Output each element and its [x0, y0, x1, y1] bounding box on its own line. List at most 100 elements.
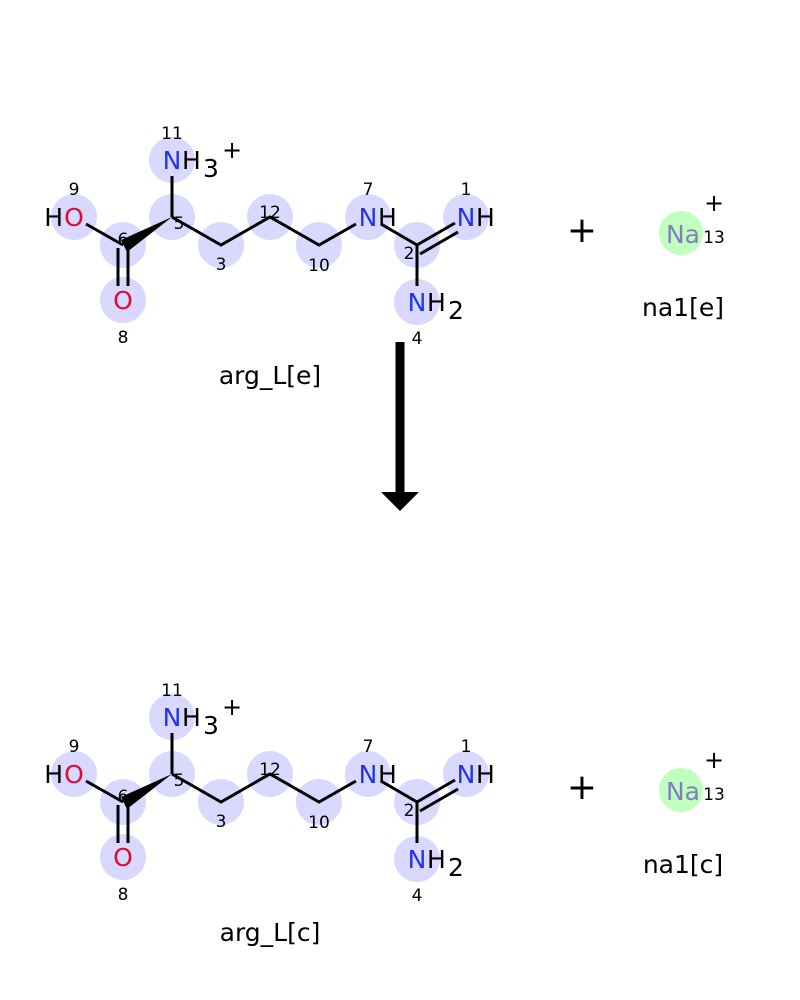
- atom-highlight-Na: [659, 768, 703, 812]
- bond-N7-C2: [380, 779, 418, 804]
- atom-index: 10: [308, 256, 330, 276]
- atom-highlight-O8: [100, 834, 146, 880]
- atom-highlight-N4: [394, 836, 440, 882]
- molecule-name: arg_L[e]: [219, 361, 321, 390]
- atom-symbol: N: [457, 760, 476, 789]
- bonds: [85, 176, 459, 286]
- atom-index: 9: [69, 180, 80, 200]
- atom-index: 6: [118, 787, 129, 807]
- atom-index: 5: [174, 214, 185, 234]
- reaction-arrow: [381, 342, 419, 511]
- atom-highlight-N11: [149, 694, 195, 740]
- atom-subscript: 2: [448, 296, 464, 325]
- atom-charge: +: [222, 136, 242, 164]
- atom-charge: +: [704, 189, 724, 217]
- atom-C2: 2: [404, 244, 415, 264]
- atom-C10: 10: [308, 256, 330, 276]
- atom-symbol: N: [408, 288, 427, 317]
- atom-charge: +: [222, 693, 242, 721]
- atom-C6: 6: [118, 230, 129, 250]
- atom-index: 1: [461, 180, 472, 200]
- atom-highlight-Na: [659, 211, 703, 255]
- atom-index: 5: [174, 771, 185, 791]
- bond-N7-C2: [380, 222, 418, 247]
- bond-C2-N1-b: [419, 230, 459, 256]
- atom-hydrogen: H: [427, 845, 446, 874]
- atom-index: 13: [703, 228, 725, 248]
- atom-index: 7: [363, 180, 374, 200]
- atom-prefix: H: [44, 760, 63, 789]
- atom-index: 9: [69, 737, 80, 757]
- sodium-ion: Na+13: [659, 189, 725, 255]
- atom-index: 4: [412, 886, 423, 906]
- atom-subscript: 3: [203, 154, 219, 183]
- atom-index: 8: [118, 885, 129, 905]
- atom-highlight-N1: [443, 751, 489, 797]
- atom-hydrogen: H: [427, 288, 446, 317]
- atom-index: 3: [216, 812, 227, 832]
- sodium-ion: Na+13: [659, 746, 725, 812]
- bond-chain: [171, 215, 357, 247]
- atom-highlight-O8: [100, 277, 146, 323]
- atom-index: 13: [703, 785, 725, 805]
- atom-symbol: N: [359, 203, 378, 232]
- atom-symbol: O: [113, 286, 133, 315]
- bond-C2-N1-a: [416, 778, 456, 804]
- atom-O8: O8: [113, 286, 133, 348]
- plus-sign: +: [567, 767, 597, 808]
- atom-symbol: N: [359, 760, 378, 789]
- wedge-bond-C5-C6: [121, 217, 172, 252]
- atom-C12: 12: [259, 203, 281, 223]
- bond-O9-C6: [85, 222, 124, 247]
- atom-hydrogen: H: [182, 703, 201, 732]
- atom-index: 2: [404, 244, 415, 264]
- atom-index: 4: [412, 329, 423, 349]
- atom-C10: 10: [308, 813, 330, 833]
- atom-symbol: Na: [666, 220, 700, 249]
- atom-C12: 12: [259, 760, 281, 780]
- atom-index: 11: [161, 681, 183, 701]
- atom-charge: +: [704, 746, 724, 774]
- atom-prefix: H: [44, 203, 63, 232]
- ion-name: na1[e]: [642, 293, 724, 322]
- atom-highlight-N11: [149, 137, 195, 183]
- atom-index: 12: [259, 203, 281, 223]
- atom-hydrogen: H: [378, 203, 397, 232]
- atom-hydrogen: H: [476, 760, 495, 789]
- atom-symbol: N: [163, 703, 182, 732]
- atom-C3: 3: [216, 812, 227, 832]
- atom-highlight-N7: [345, 751, 391, 797]
- atom-highlight-N7: [345, 194, 391, 240]
- bond-chain: [171, 772, 357, 804]
- atom-index: 1: [461, 737, 472, 757]
- bonds: [85, 733, 459, 843]
- atom-index: 10: [308, 813, 330, 833]
- atom-hydrogen: H: [476, 203, 495, 232]
- atom-index: 2: [404, 801, 415, 821]
- atom-highlight-N4: [394, 279, 440, 325]
- atom-hydrogen: H: [378, 760, 397, 789]
- atom-C5: 5: [174, 771, 185, 791]
- bond-C2-N1-b: [419, 787, 459, 813]
- atom-subscript: 3: [203, 711, 219, 740]
- atom-index: 3: [216, 255, 227, 275]
- atom-symbol: O: [113, 843, 133, 872]
- plus-sign: +: [567, 210, 597, 251]
- atom-C5: 5: [174, 214, 185, 234]
- atom-C6: 6: [118, 787, 129, 807]
- ion-name: na1[c]: [643, 850, 723, 879]
- atom-C3: 3: [216, 255, 227, 275]
- atom-index: 6: [118, 230, 129, 250]
- atom-subscript: 2: [448, 853, 464, 882]
- atom-O8: O8: [113, 843, 133, 905]
- atom-symbol: Na: [666, 777, 700, 806]
